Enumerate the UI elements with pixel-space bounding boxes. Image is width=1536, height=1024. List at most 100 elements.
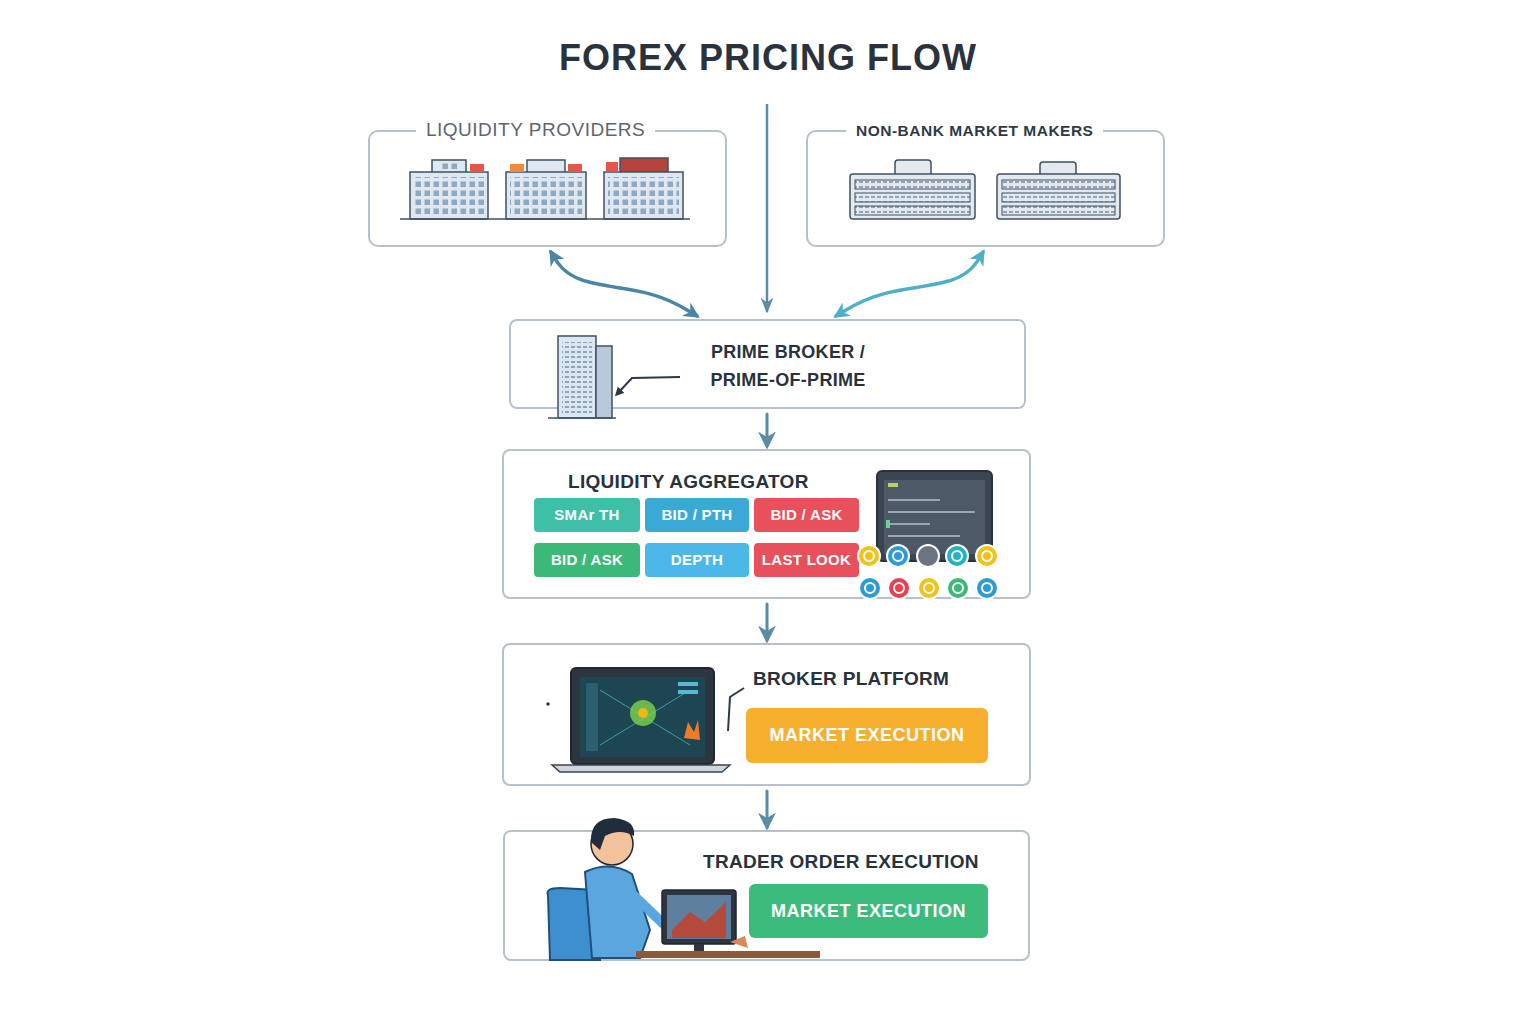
box-heading: PRIME BROKER / PRIME-OF-PRIME [683,338,893,394]
tower-icon-part [618,377,680,393]
tower-icon-part [548,417,616,419]
process-box: BROKER PLATFORMMARKET EXECUTION [502,643,1031,786]
laptop-icon-part [546,702,550,706]
flow-arrow [766,604,769,640]
laptop-icon-part [684,720,700,740]
coin-icons-part [894,583,904,593]
bank-building-icons [400,158,690,219]
box-heading: LIQUIDITY PROVIDERS [416,119,655,141]
box-heading: LIQUIDITY AGGREGATOR [568,471,809,493]
server-icons-part [1040,162,1076,176]
trader-illustration-part [548,888,601,960]
coin-icons-part [917,545,939,567]
coin-icons-part [858,545,880,567]
flow-arrow [551,252,697,316]
coin-icons-part [976,577,998,599]
bank-building-icons-part [510,164,524,172]
laptop-icon-part [630,700,656,726]
trader-illustration-part [730,936,748,948]
group-box: LIQUIDITY PROVIDERS [368,130,727,247]
trader-illustration-part [667,895,731,939]
screen-icon-part [888,535,960,537]
coin-icons [858,545,998,599]
trader-illustration-part [694,944,704,952]
tower-icon-part [558,336,596,418]
chip-label: LAST LOOK [754,543,859,577]
box-heading: NON-BANK MARKET MAKERS [846,122,1103,140]
server-icons-part [1002,193,1115,202]
box-heading: TRADER ORDER EXECUTION [703,851,979,873]
screen-icon-part [888,499,940,501]
bank-building-icons-part [510,177,582,217]
laptop-icon-part [728,688,744,731]
laptop-icon-part [678,690,698,694]
bank-building-icons-part [506,172,586,219]
server-icons-part [850,174,975,219]
feature-chip: BID / PTH [645,498,749,532]
coin-icons-part [953,583,963,593]
bank-building-icons-part [527,160,565,174]
laptop-icon-part [678,682,698,686]
chip-label: DEPTH [645,543,749,577]
chip-label: BID / PTH [645,498,749,532]
trader-illustration-part [636,951,820,958]
coin-icons-part [947,577,969,599]
bank-building-icons-part [410,172,488,219]
coin-icons-part [924,583,934,593]
bank-building-icons-part [604,172,683,219]
bank-building-icons-part [414,177,484,217]
server-icons-part [855,206,970,215]
screen-icon-part [888,523,930,525]
chip-label: MARKET EXECUTION [749,884,988,938]
coin-icons-part [918,577,940,599]
bank-building-icons-part [400,218,690,220]
coin-icons-part [888,577,910,599]
flow-arrow [836,252,983,316]
process-box: PRIME BROKER / PRIME-OF-PRIME [509,319,1026,409]
laptop-icon [546,668,744,772]
laptop-icon-part [600,690,690,745]
screen-icon-part [886,520,890,528]
flow-arrow [766,791,769,827]
laptop-icon-part [571,668,714,764]
diagram-title: FOREX PRICING FLOW [0,37,1536,79]
laptop-icon-part [600,690,690,745]
screen-icon-part [877,471,992,561]
laptop-icon-part [638,708,648,718]
server-icons-part [1002,206,1115,215]
server-icons [850,160,1120,219]
chip-label: MARKET EXECUTION [746,708,988,763]
screen-icon-part [888,511,975,513]
tower-icon-part [562,342,592,414]
group-box: NON-BANK MARKET MAKERS [806,130,1165,247]
coin-icons-part [859,577,881,599]
laptop-icon-part [586,683,598,751]
trader-illustration-part [672,902,726,938]
coin-icons-part [982,551,992,561]
coin-icons-part [865,583,875,593]
bank-building-icons-part [470,164,484,172]
server-icons-part [997,174,1120,219]
action-button: MARKET EXECUTION [746,708,988,763]
coin-icons-part [946,545,968,567]
trader-illustration-part [662,890,736,944]
process-box: TRADER ORDER EXECUTION MARKET EXECUTION [503,830,1030,961]
coin-icons-part [864,551,874,561]
chip-label: SMAr TH [534,498,640,532]
coin-icons-part [976,545,998,567]
server-icons-part [1002,180,1115,189]
screen-icon-part [888,483,898,487]
feature-chip: DEPTH [645,543,749,577]
trader-illustration-part [628,890,690,932]
laptop-icon-part [580,677,705,757]
server-icons-part [855,180,970,189]
coin-icons-part [952,551,962,561]
screen-icon-part [884,480,985,554]
process-box: LIQUIDITY AGGREGATORSMAr THBID / PTHBID … [502,449,1031,599]
coin-icons-part [982,583,992,593]
bank-building-icons-part [440,163,458,172]
feed-line [766,104,769,312]
server-icons-part [895,160,931,176]
trader-illustration-part [591,818,634,850]
bank-building-icons-part [606,162,618,171]
